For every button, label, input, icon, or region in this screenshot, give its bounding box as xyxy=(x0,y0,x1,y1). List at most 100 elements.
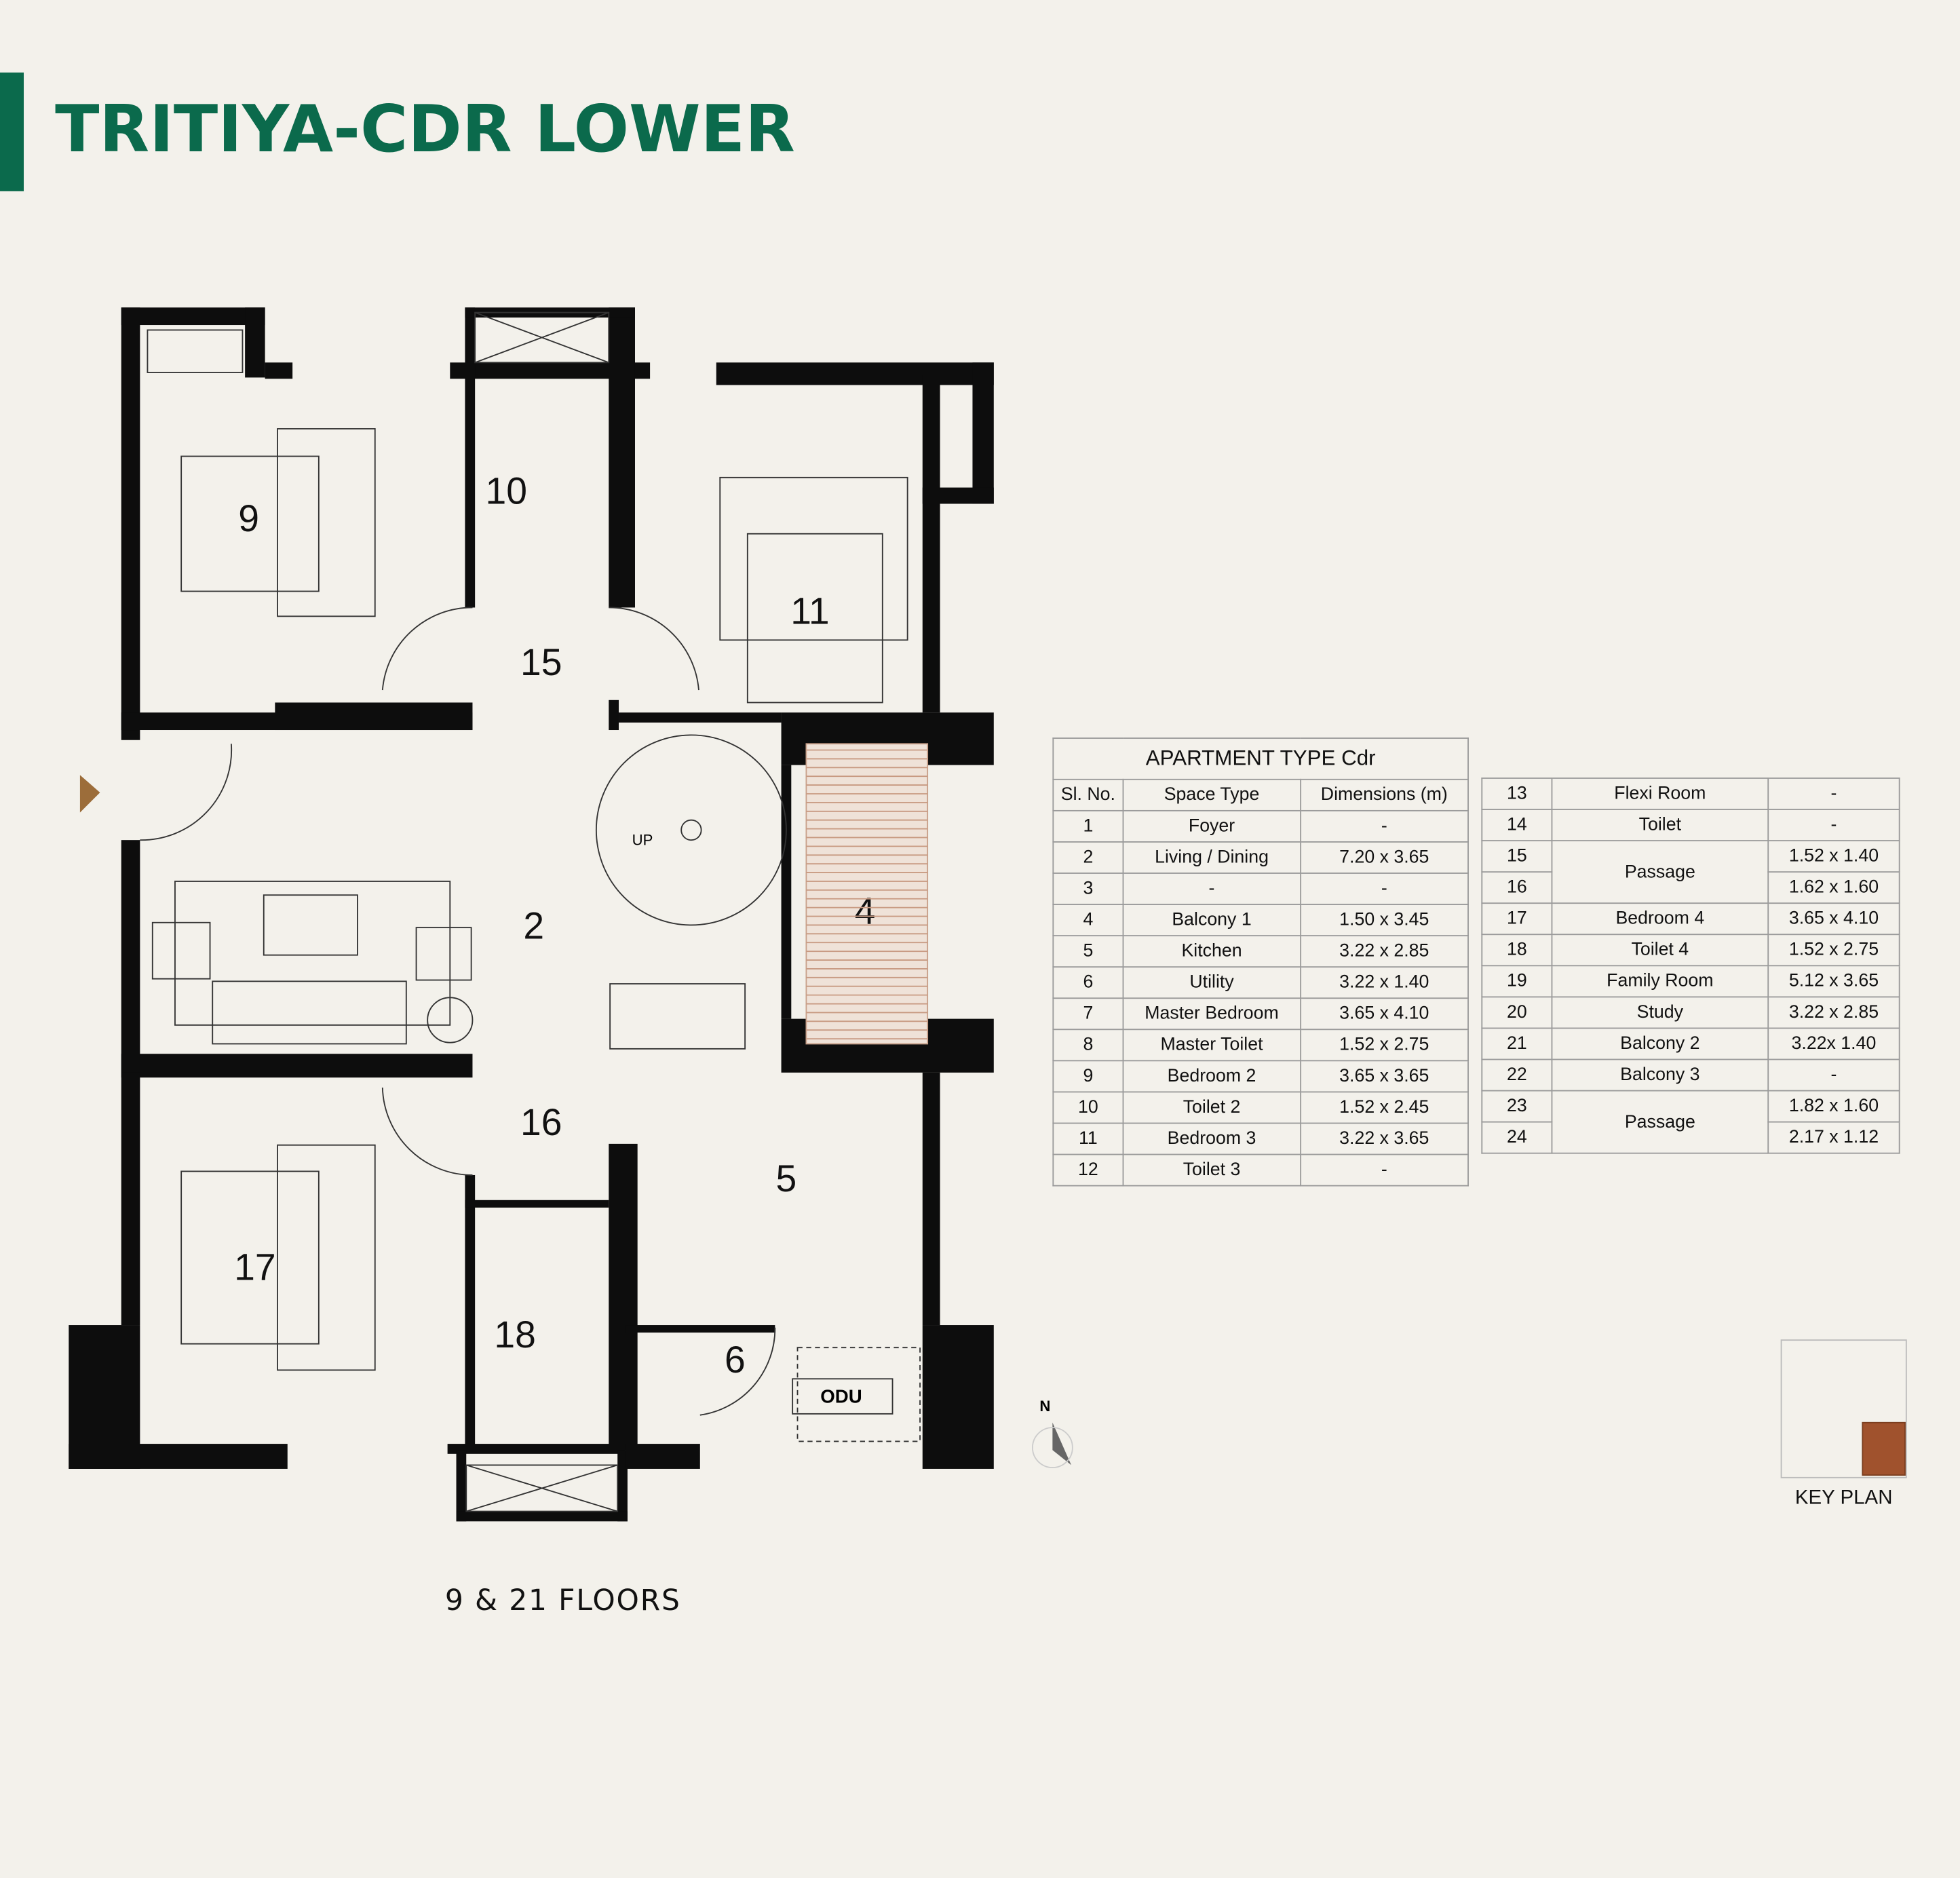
cell-dimensions: 3.22 x 1.40 xyxy=(1299,966,1469,999)
cell-space-type: Study xyxy=(1551,996,1769,1029)
room-label: 15 xyxy=(520,641,562,683)
cell-space-type: Balcony 2 xyxy=(1551,1027,1769,1060)
cell-no: 14 xyxy=(1481,809,1553,842)
cell-no: 3 xyxy=(1052,873,1124,905)
cell-no: 8 xyxy=(1052,1029,1124,1062)
cell-no: 21 xyxy=(1481,1027,1553,1060)
cell-no: 19 xyxy=(1481,965,1553,998)
odu-label: ODU xyxy=(820,1385,862,1406)
page-title: TRITIYA-CDR LOWER xyxy=(55,92,795,168)
cell-space-type: Kitchen xyxy=(1122,935,1301,968)
col-header: Sl. No. xyxy=(1052,778,1124,811)
cell-space-type: Toilet 3 xyxy=(1122,1153,1301,1187)
cell-no: 12 xyxy=(1052,1153,1124,1187)
cell-no: 7 xyxy=(1052,997,1124,1031)
cell-space-type: Balcony 3 xyxy=(1551,1058,1769,1092)
cell-no: 24 xyxy=(1481,1121,1553,1154)
cell-no: 17 xyxy=(1481,902,1553,936)
cell-no: 15 xyxy=(1481,840,1553,873)
floors-label: 9 & 21 FLOORS xyxy=(444,1585,681,1618)
cell-space-type: Living / Dining xyxy=(1122,841,1301,874)
room-label: 17 xyxy=(234,1246,275,1288)
cell-dimensions: 3.65 x 4.10 xyxy=(1767,902,1900,936)
cell-space-type: Passage xyxy=(1551,1090,1769,1154)
cell-dimensions: - xyxy=(1299,809,1469,843)
cell-dimensions: 3.65 x 3.65 xyxy=(1299,1060,1469,1093)
cell-dimensions: - xyxy=(1299,1153,1469,1187)
cell-dimensions: 7.20 x 3.65 xyxy=(1299,841,1469,874)
cell-dimensions: 3.65 x 4.10 xyxy=(1299,997,1469,1031)
cell-no: 4 xyxy=(1052,904,1124,937)
room-label: 5 xyxy=(776,1157,797,1200)
cell-no: 18 xyxy=(1481,934,1553,967)
cell-dimensions: - xyxy=(1767,778,1900,810)
cell-dimensions: 2.17 x 1.12 xyxy=(1767,1121,1900,1154)
cell-dimensions: 5.12 x 3.65 xyxy=(1767,965,1900,998)
cell-no: 1 xyxy=(1052,809,1124,843)
cell-no: 20 xyxy=(1481,996,1553,1029)
cell-dimensions: 3.22x 1.40 xyxy=(1767,1027,1900,1060)
cell-space-type: Foyer xyxy=(1122,809,1301,843)
cell-dimensions: 1.82 x 1.60 xyxy=(1767,1090,1900,1123)
stair-up-label: UP xyxy=(632,832,653,849)
cell-space-type: Flexi Room xyxy=(1551,778,1769,810)
cell-dimensions: 1.52 x 2.75 xyxy=(1767,934,1900,967)
room-label: 9 xyxy=(238,497,259,539)
cell-dimensions: 1.62 x 1.60 xyxy=(1767,871,1900,904)
cell-no: 6 xyxy=(1052,966,1124,999)
key-plan xyxy=(1780,1339,1907,1478)
cell-space-type: Utility xyxy=(1122,966,1301,999)
accent-bar xyxy=(0,72,24,191)
cell-dimensions: 1.52 x 1.40 xyxy=(1767,840,1900,873)
furniture xyxy=(140,311,921,1512)
room-label: 18 xyxy=(494,1314,535,1356)
room-labels: 9 10 11 15 2 4 16 5 17 18 6 UP ODU N xyxy=(234,470,1050,1415)
room-label: 16 xyxy=(520,1101,562,1143)
entry-arrow-icon xyxy=(79,775,100,813)
table-caption: APARTMENT TYPE Cdr xyxy=(1052,737,1469,780)
cell-space-type: - xyxy=(1122,873,1301,905)
cell-space-type: Bedroom 2 xyxy=(1122,1060,1301,1093)
col-header: Space Type xyxy=(1122,778,1301,811)
cell-space-type: Passage xyxy=(1551,840,1769,904)
cell-dimensions: 3.22 x 2.85 xyxy=(1767,996,1900,1029)
table-row: 24 2.17 x 1.12 xyxy=(1481,1121,1900,1154)
north-label: N xyxy=(1039,1398,1050,1415)
cell-no: 5 xyxy=(1052,935,1124,968)
cell-dimensions: 3.22 x 3.65 xyxy=(1299,1122,1469,1155)
cell-no: 10 xyxy=(1052,1091,1124,1124)
cell-no: 22 xyxy=(1481,1058,1553,1092)
cell-space-type: Bedroom 4 xyxy=(1551,902,1769,936)
walls xyxy=(69,307,994,1522)
cell-space-type: Bedroom 3 xyxy=(1122,1122,1301,1155)
cell-space-type: Family Room xyxy=(1551,965,1769,998)
cell-space-type: Toilet 2 xyxy=(1122,1091,1301,1124)
cell-space-type: Balcony 1 xyxy=(1122,904,1301,937)
apartment-table-1: APARTMENT TYPE Cdr Sl. No. Space Type Di… xyxy=(1052,737,1469,1187)
cell-no: 2 xyxy=(1052,841,1124,874)
cell-dimensions: 1.52 x 2.45 xyxy=(1299,1091,1469,1124)
